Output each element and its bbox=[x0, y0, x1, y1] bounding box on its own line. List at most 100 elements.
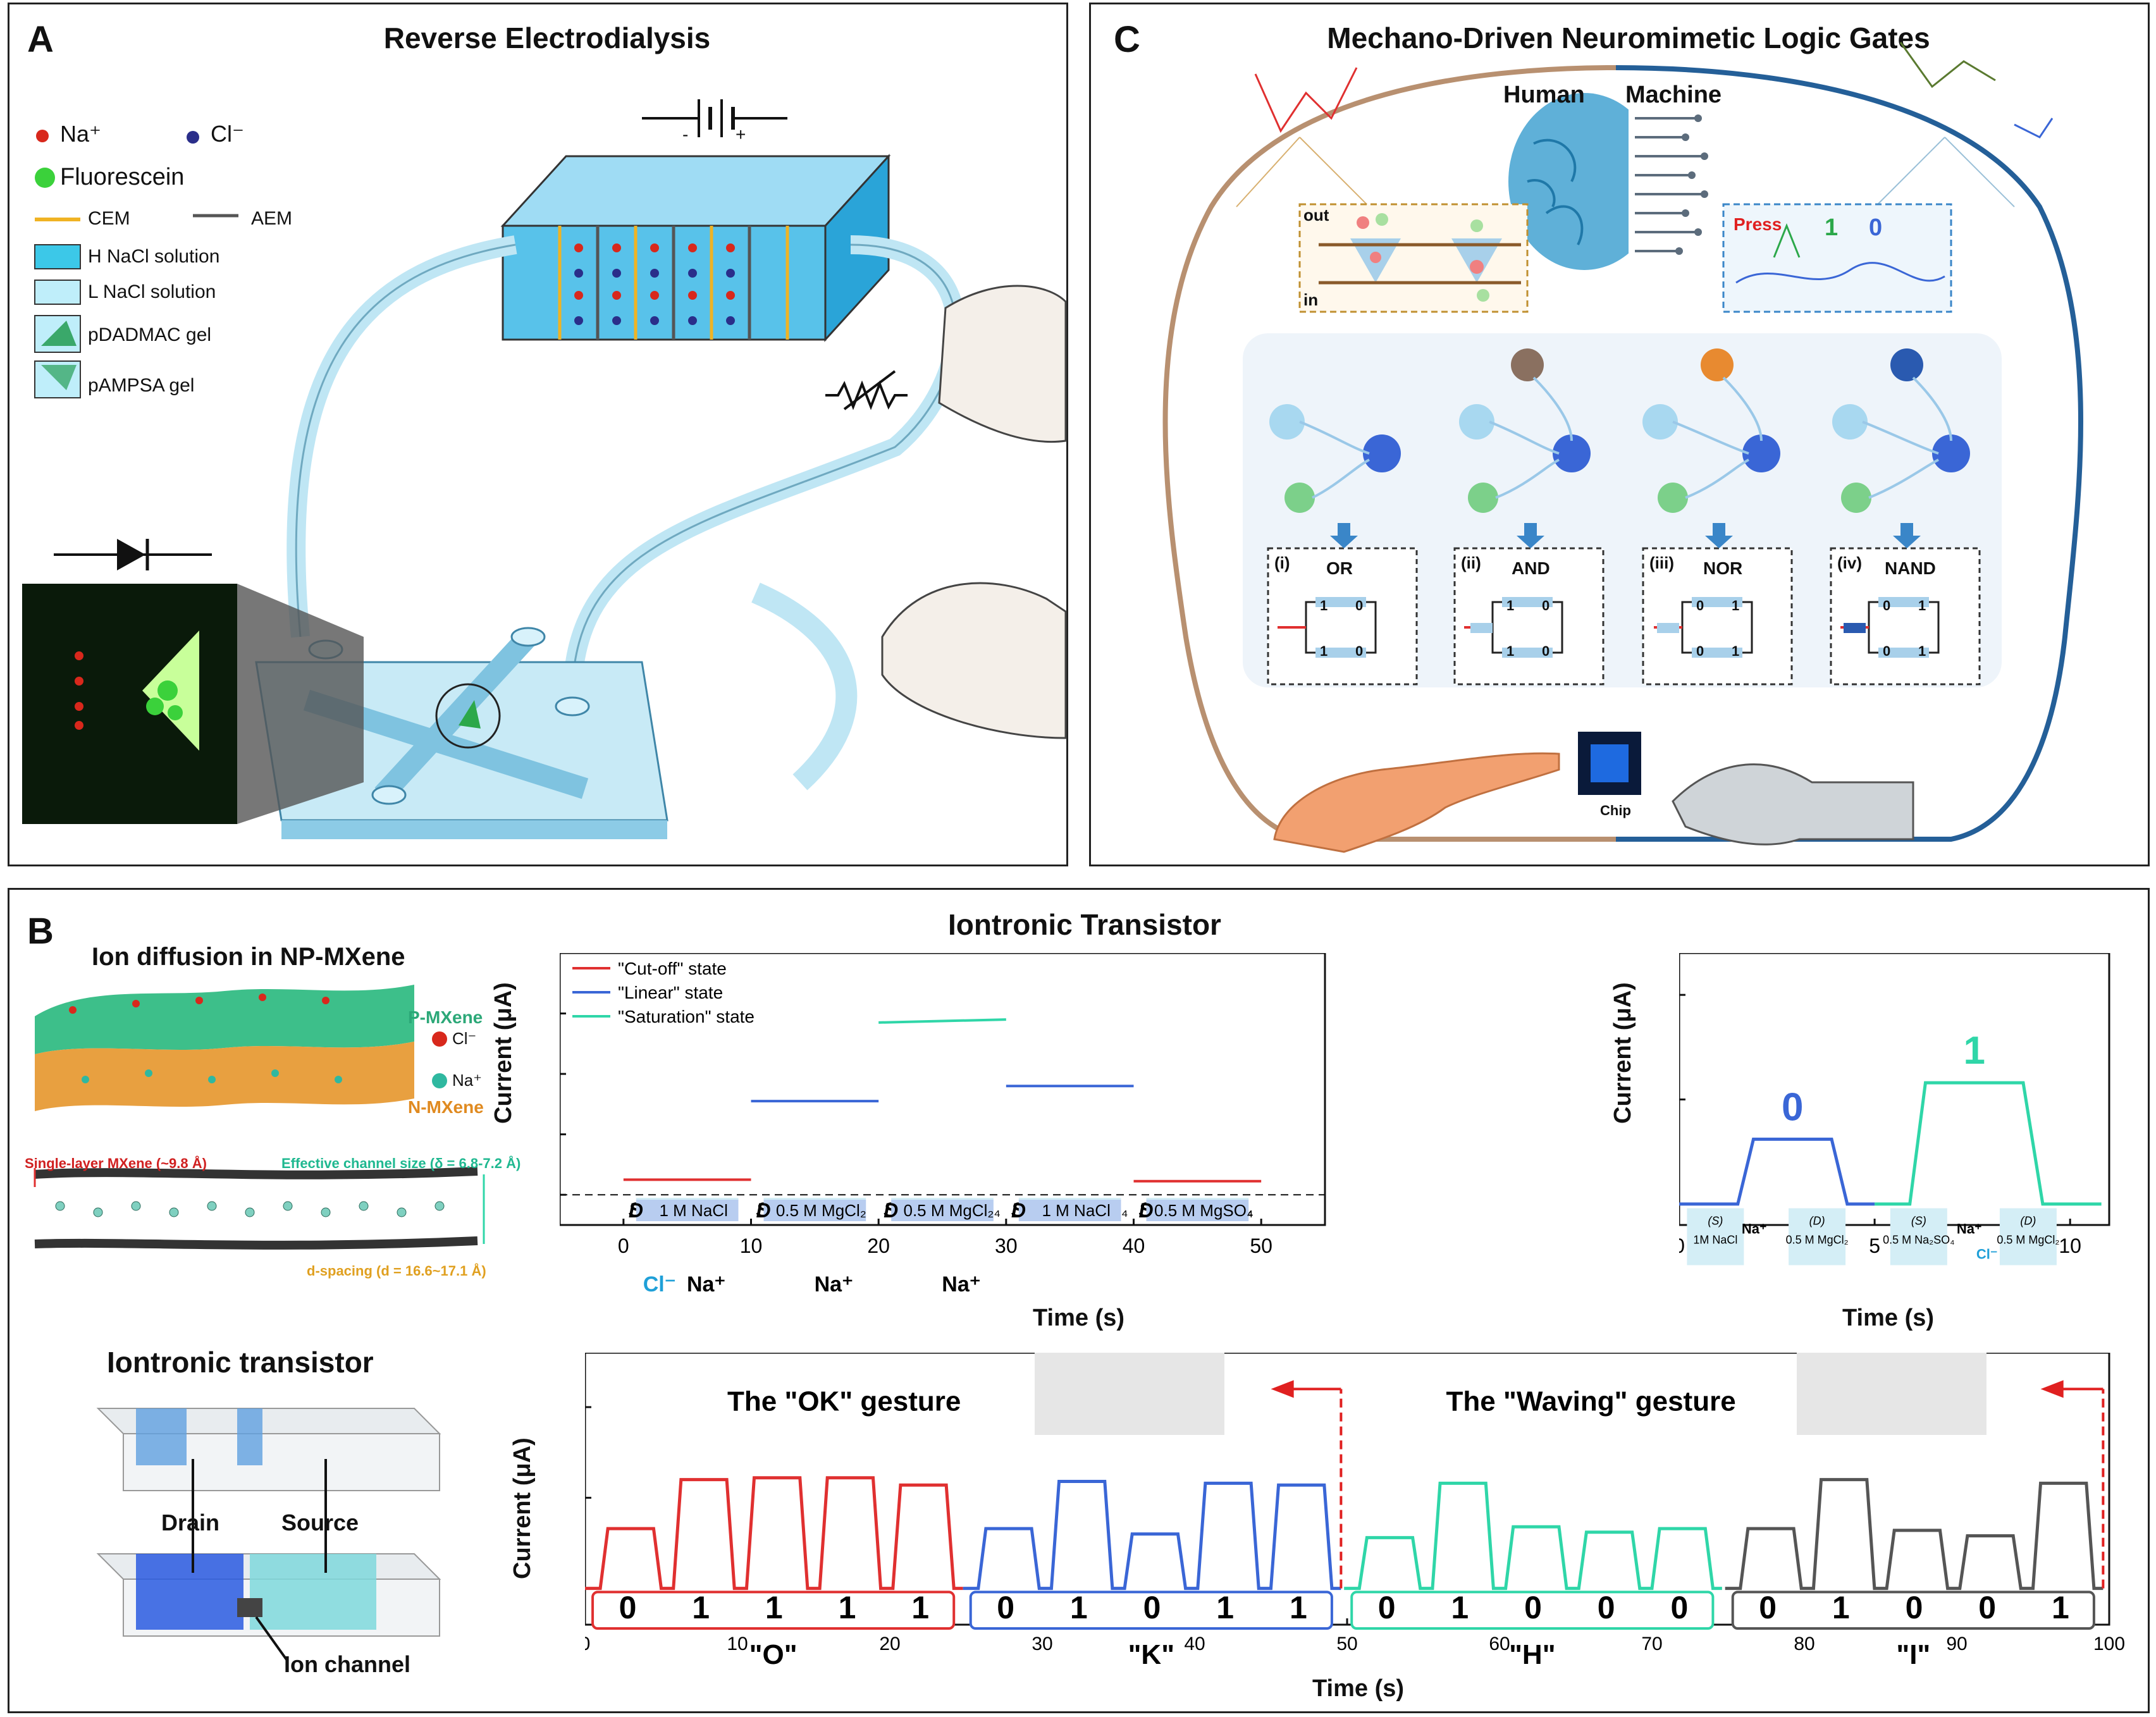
main-drain-label: 1 M NaCl bbox=[1042, 1201, 1110, 1220]
main-drain-label: 1 M NaCl bbox=[659, 1201, 727, 1220]
right-inset-role: (S) bbox=[1708, 1215, 1723, 1228]
bottom-letter-label: "H" bbox=[1509, 1639, 1556, 1670]
red-stack-illustration bbox=[22, 99, 1067, 839]
bottom-series-line bbox=[963, 1480, 1341, 1591]
bottom-xtick-label: 60 bbox=[1489, 1634, 1510, 1654]
bottom-xtick-label: 10 bbox=[727, 1634, 748, 1654]
right-bit-label: 0 bbox=[1782, 1085, 1803, 1129]
gate-or-top-left: 1 bbox=[1320, 598, 1328, 613]
main-d-letter: D bbox=[629, 1199, 643, 1222]
bottom-bit-value: 1 bbox=[2052, 1590, 2069, 1625]
main-ion-na: Na⁺ bbox=[687, 1272, 725, 1296]
gate-nor-top-left: 0 bbox=[1696, 598, 1704, 613]
cl-ion-icon bbox=[187, 131, 199, 144]
main-series-segment bbox=[878, 1018, 1006, 1024]
bottom-bit-value: 1 bbox=[1451, 1590, 1469, 1625]
l-nacl-swatch bbox=[34, 280, 81, 305]
bottom-bit-value: 0 bbox=[1524, 1590, 1542, 1625]
bottom-xtick-label: 40 bbox=[1184, 1634, 1205, 1654]
gate-nand-bottom-left: 0 bbox=[1883, 643, 1891, 659]
main-d-letter: D bbox=[756, 1199, 771, 1222]
right-inset-box bbox=[1890, 1208, 1947, 1265]
right-inset-box bbox=[1687, 1208, 1744, 1265]
main-drain-box bbox=[1146, 1200, 1249, 1221]
gate-or-name: OR bbox=[1326, 558, 1353, 578]
main-current-chart: 0102030405000.20.40.60.8"Cut-off" state"… bbox=[560, 953, 1326, 1296]
battery-plus: + bbox=[736, 125, 746, 144]
main-drain-label: 0.5 M MgCl₂ bbox=[903, 1201, 994, 1220]
fluorescein-icon bbox=[35, 168, 55, 188]
main-d-letter: D bbox=[1139, 1199, 1154, 1222]
main-drain-label: 0.5 M MgCl₂ bbox=[776, 1201, 866, 1220]
bottom-bit-value: 0 bbox=[1906, 1590, 1923, 1625]
legend-h-nacl: H NaCl solution bbox=[88, 246, 220, 267]
mxene-na-label: Na⁺ bbox=[452, 1071, 482, 1090]
legend-cl: Cl⁻ bbox=[211, 121, 244, 147]
gate-circuits bbox=[1278, 597, 1940, 658]
right-inset-solution: 0.5 M Na₂SO₄ bbox=[1883, 1234, 1954, 1246]
main-xtick-label: 50 bbox=[1250, 1234, 1272, 1257]
bottom-xtick-label: 100 bbox=[2093, 1634, 2125, 1654]
gate-or-top-right: 0 bbox=[1355, 598, 1364, 613]
gate-and-bottom-right: 0 bbox=[1542, 643, 1550, 659]
panel-b-label: B bbox=[27, 911, 54, 952]
right-series-line bbox=[1875, 1081, 2102, 1206]
drain-label: Drain bbox=[161, 1510, 220, 1535]
h-nacl-swatch bbox=[34, 244, 81, 269]
legend-cem: CEM bbox=[88, 208, 130, 229]
bottom-letter-label: "O" bbox=[749, 1639, 798, 1670]
gate-nor-name: NOR bbox=[1703, 558, 1743, 578]
source-label: Source bbox=[281, 1510, 359, 1535]
panel-a-label: A bbox=[27, 19, 54, 60]
main-chart-ylabel: Current (μA) bbox=[490, 982, 517, 1124]
panel-c: C Mechano-Driven Neuromimetic Logic Gate… bbox=[1089, 3, 2150, 866]
bottom-bit-value: 0 bbox=[1378, 1590, 1396, 1625]
ok-gesture-photo bbox=[1034, 1353, 1224, 1435]
d-spacing-label: d-spacing (d = 16.6~17.1 Å) bbox=[307, 1263, 486, 1279]
gate-nand-top-right: 1 bbox=[1918, 598, 1926, 613]
gate-nand-top-left: 0 bbox=[1883, 598, 1891, 613]
gate-and-top-left: 1 bbox=[1506, 598, 1515, 613]
gate-and-name: AND bbox=[1512, 558, 1550, 578]
bottom-bit-value: 1 bbox=[765, 1590, 783, 1625]
panel-b-title: Iontronic Transistor bbox=[948, 908, 1221, 941]
main-legend-label: "Linear" state bbox=[618, 983, 723, 1002]
waving-arrow-head bbox=[2040, 1380, 2064, 1398]
bottom-bit-value: 0 bbox=[1759, 1590, 1777, 1625]
bottom-bit-box bbox=[969, 1591, 1333, 1630]
bottom-xtick-label: 80 bbox=[1794, 1634, 1814, 1654]
in-label: in bbox=[1303, 290, 1319, 309]
chip-label: Chip bbox=[1600, 803, 1631, 818]
main-chart-xlabel: Time (s) bbox=[1033, 1305, 1125, 1331]
right-xtick-label: 10 bbox=[2059, 1234, 2081, 1257]
main-xtick-label: 10 bbox=[740, 1234, 763, 1257]
bottom-xtick-label: 50 bbox=[1336, 1634, 1357, 1654]
main-xtick-label: 40 bbox=[1123, 1234, 1145, 1257]
bottom-bit-box bbox=[591, 1591, 956, 1630]
n-mxene-label: N-MXene bbox=[408, 1097, 484, 1117]
legend-na: Na⁺ bbox=[60, 121, 102, 147]
battery-minus: - bbox=[682, 125, 689, 144]
right-current-chart: 051000.5101(S)1M NaCl(D)0.5 M MgCl₂(S)0.… bbox=[1679, 953, 2110, 1265]
bottom-bit-value: 1 bbox=[692, 1590, 710, 1625]
bottom-chart-ylabel: Current (μA) bbox=[509, 1437, 536, 1579]
bottom-xtick-label: 90 bbox=[1946, 1634, 1967, 1654]
bottom-letter-label: "I" bbox=[1896, 1639, 1930, 1670]
main-drain-box bbox=[891, 1200, 994, 1221]
effective-channel-label: Effective channel size (δ = 6.8-7.2 Å) bbox=[281, 1155, 521, 1171]
bottom-bit-value: 0 bbox=[619, 1590, 637, 1625]
legend-l-nacl: L NaCl solution bbox=[88, 281, 216, 302]
bottom-xtick-label: 70 bbox=[1641, 1634, 1662, 1654]
right-inset-role: (S) bbox=[1911, 1215, 1926, 1228]
right-inset-cl: Cl⁻ bbox=[1976, 1246, 1998, 1262]
main-ion-cl: Cl⁻ bbox=[643, 1272, 676, 1296]
bottom-bit-value: 0 bbox=[997, 1590, 1014, 1625]
gate-nor-bottom-left: 0 bbox=[1696, 643, 1704, 659]
right-xtick-label: 0 bbox=[1679, 1234, 1685, 1257]
na-ion-icon bbox=[36, 130, 49, 142]
waving-gesture-title: The "Waving" gesture bbox=[1446, 1386, 1736, 1417]
main-xtick-label: 20 bbox=[867, 1234, 890, 1257]
legend-pampsa: pAMPSA gel bbox=[88, 375, 195, 396]
bottom-xtick-label: 0 bbox=[585, 1634, 590, 1654]
bottom-bit-value: 1 bbox=[1832, 1590, 1850, 1625]
